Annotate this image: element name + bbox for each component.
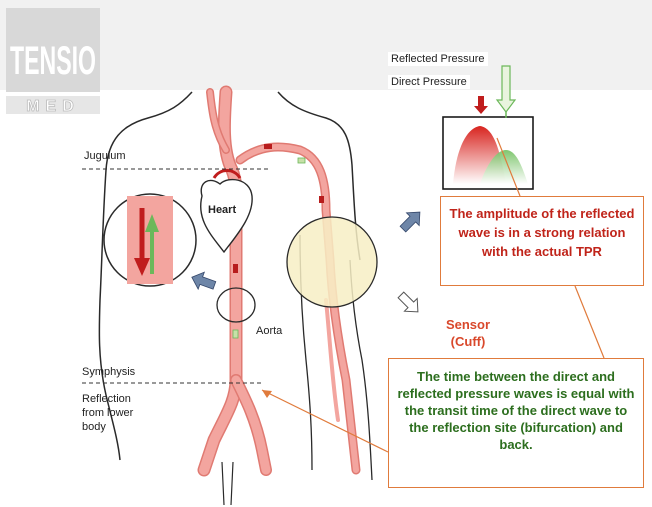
wave-marker [298, 158, 305, 163]
symphysis-label: Symphysis [82, 366, 135, 378]
wave-marker [264, 144, 272, 149]
reflection-label-line3: body [82, 420, 133, 434]
reflection-label-line2: from lower [82, 406, 133, 420]
magnifier-arrow [189, 269, 218, 294]
transit-time-note: The time between the direct and reflecte… [388, 358, 644, 488]
cuff-arrow-up [397, 206, 427, 236]
reflection-label: Reflection from lower body [82, 392, 133, 434]
direct-pressure-label: Direct Pressure [388, 75, 470, 89]
reflected-arrow [497, 66, 515, 112]
reflection-label-line1: Reflection [82, 392, 133, 406]
wave-marker [233, 264, 238, 273]
reflected-pressure-label: Reflected Pressure [388, 52, 488, 66]
aorta-label: Aorta [256, 325, 282, 337]
cuff-arrow-down [395, 289, 425, 319]
sensor-label-line2: (Cuff) [435, 333, 501, 350]
cuff-circle [287, 217, 377, 307]
sensor-label-line1: Sensor [435, 316, 501, 333]
sensor-label: Sensor (Cuff) [435, 316, 501, 350]
jugulum-label: Jugulum [84, 150, 126, 162]
wave-marker [319, 196, 324, 203]
callout-line-symphysis [262, 390, 388, 452]
amplitude-note: The amplitude of the reflected wave is i… [440, 196, 644, 286]
direct-arrow [474, 96, 488, 114]
callout-line-transit [575, 286, 604, 358]
leg-outline [222, 462, 233, 505]
heart-label: Heart [208, 204, 236, 216]
wave-marker [233, 330, 238, 338]
